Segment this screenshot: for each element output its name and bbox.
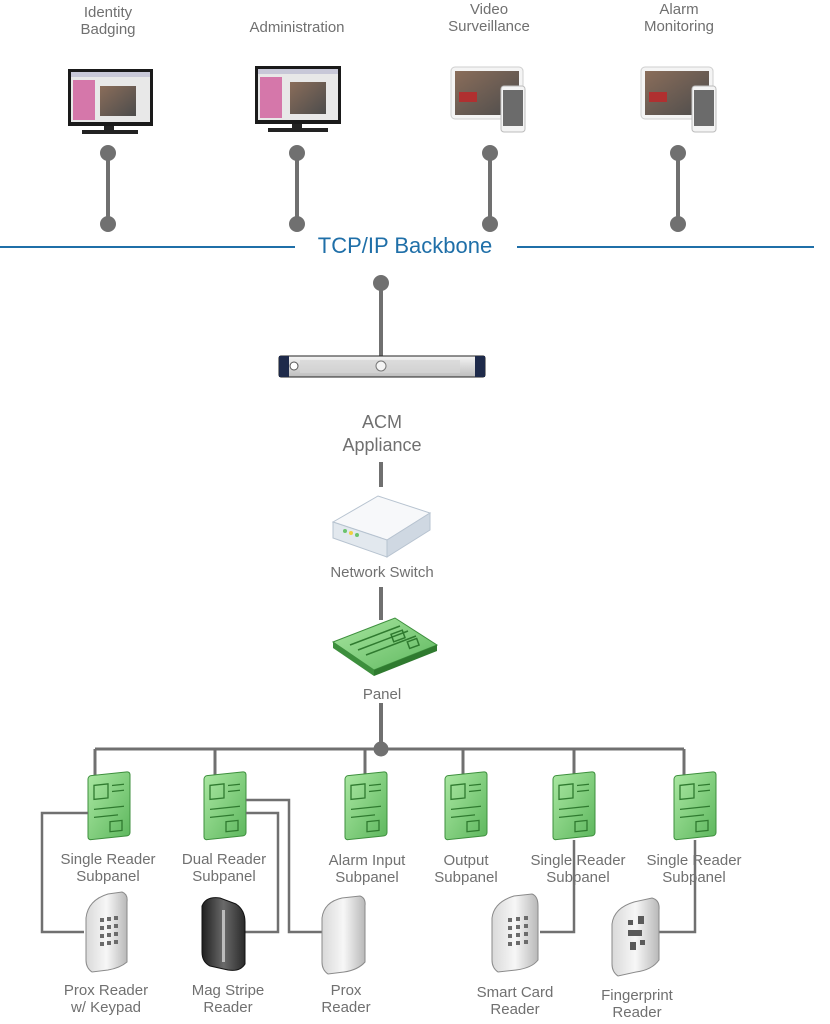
prox-reader-icon [321,895,366,975]
label-line: Prox Reader [63,982,149,999]
label-line: Single Reader [646,852,742,869]
label-panel: Panel [340,686,424,703]
label-subpanel-2: Dual Reader Subpanel [170,851,278,885]
label-line: Smart Card [476,984,554,1001]
label-subpanel-6: Single Reader Subpanel [636,852,752,886]
label-line: Subpanel [335,869,399,886]
label-alarm-monitoring: Alarm Monitoring [628,1,730,35]
fingerprint-reader-icon [611,897,660,977]
label-line: Video [469,1,509,18]
label-line: Badging [80,21,136,38]
label-line: Surveillance [448,18,530,35]
label-line: Identity [83,4,133,21]
label-line: Network Switch [330,564,434,581]
label-line: Alarm [659,1,699,18]
label-prox-keypad-reader: Prox Reader w/ Keypad [52,982,160,1016]
label-line: Reader [612,1004,662,1021]
workstation-connectors [100,145,686,232]
tablet-icon-video-surveillance [450,66,526,133]
subpanel-bus [93,703,686,777]
smart-card-reader-icon [491,893,539,973]
label-line: Reader [203,999,253,1016]
subpanel-board-icon-1 [87,771,131,841]
label-line: Output [443,852,489,869]
label-network-switch: Network Switch [310,564,454,581]
mag-stripe-reader-icon [201,897,246,971]
label-line: Appliance [342,435,422,455]
monitor-icon-identity-badging [68,69,153,134]
subpanel-board-icon-2 [203,771,247,841]
label-line: Subpanel [192,868,256,885]
tablet-icon-alarm-monitoring [640,66,717,133]
label-line: ACM [362,412,402,432]
label-fingerprint-reader: Fingerprint Reader [584,987,690,1021]
reader-wiring [40,798,697,934]
label-acm-appliance: ACM Appliance [320,411,444,457]
prox-keypad-reader-icon [85,891,128,973]
label-subpanel-3: Alarm Input Subpanel [316,852,418,886]
label-prox-reader: Prox Reader [306,982,386,1016]
subpanel-board-icon-6 [673,771,717,841]
backbone-label: TCP/IP Backbone [317,233,493,258]
subpanel-board-icon-3 [344,771,388,841]
label-line: Single Reader [60,851,156,868]
label-smart-card-reader: Smart Card Reader [462,984,568,1018]
label-line: Administration [249,19,345,36]
label-line: Alarm Input [328,852,406,869]
label-line: Reader [490,1001,540,1018]
label-line: Mag Stripe [191,982,265,999]
label-subpanel-1: Single Reader Subpanel [50,851,166,885]
label-line: w/ Keypad [70,999,142,1016]
label-mag-stripe-reader: Mag Stripe Reader [176,982,280,1016]
appliance-connector [373,275,389,356]
label-subpanel-4: Output Subpanel [424,852,508,886]
label-video-surveillance: Video Surveillance [434,1,544,35]
acm-appliance-icon [278,355,486,378]
monitor-icon-administration [255,66,341,132]
network-switch-icon [331,495,432,558]
label-administration: Administration [232,19,362,36]
label-line: Reader [321,999,371,1016]
label-line: Subpanel [76,868,140,885]
label-line: Dual Reader [181,851,267,868]
panel-board-icon [331,617,439,676]
label-line: Subpanel [662,869,726,886]
label-line: Panel [362,686,402,703]
label-line: Subpanel [546,869,610,886]
label-subpanel-5: Single Reader Subpanel [520,852,636,886]
subpanel-board-icon-5 [552,771,596,841]
label-line: Subpanel [434,869,498,886]
label-line: Fingerprint [601,987,673,1004]
label-line: Single Reader [530,852,626,869]
label-identity-badging: Identity Badging [58,4,158,38]
subpanel-board-icon-4 [444,771,488,841]
label-line: Prox [330,982,362,999]
label-line: Monitoring [643,18,715,35]
